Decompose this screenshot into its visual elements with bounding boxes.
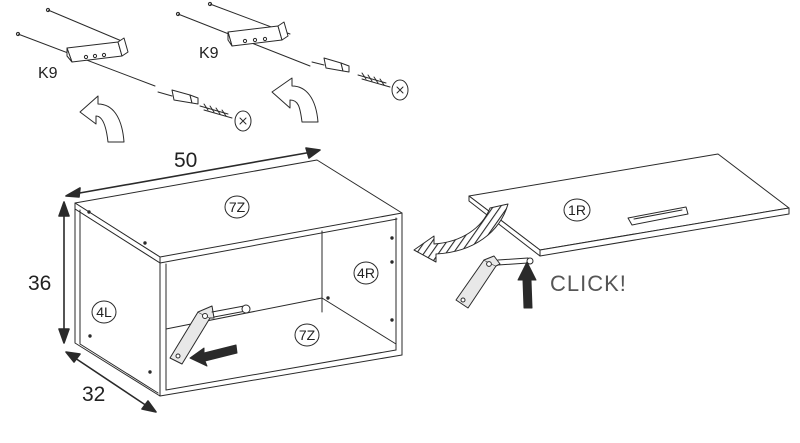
part-marker-right [353, 261, 379, 285]
part-marker-left [91, 300, 117, 324]
bracket-left-label: K9 [38, 65, 58, 82]
hinge-door-icon [455, 255, 534, 309]
width-label: 50 [174, 149, 197, 172]
dimension-depth [65, 351, 157, 413]
push-arrow-icon [517, 261, 537, 309]
click-label: CLICK! [550, 271, 627, 296]
screw-right-icon [357, 72, 409, 101]
cabinet-carcass [74, 159, 403, 397]
top-panel-label: 7Z [229, 199, 246, 215]
door-panel [468, 153, 790, 257]
curved-arrow-left-icon [79, 95, 125, 143]
part-marker-door [563, 198, 591, 222]
part-marker-top [224, 195, 250, 219]
height-label: 36 [28, 272, 51, 295]
bracket-left-icon [15, 7, 156, 87]
depth-label: 32 [82, 383, 105, 406]
wall-plug-right-icon [311, 57, 350, 73]
dimension-width [65, 147, 321, 198]
bracket-right-icon [175, 1, 311, 67]
wall-plug-left-icon [157, 89, 199, 105]
right-side-label: 4R [357, 265, 375, 281]
bottom-panel-label: 7Z [299, 327, 316, 343]
part-marker-bottom [294, 323, 320, 347]
left-side-label: 4L [96, 304, 112, 320]
hinge-cabinet-icon [169, 304, 251, 365]
curved-arrow-right-icon [271, 77, 319, 123]
bracket-right-label: K9 [199, 45, 219, 62]
door-label: 1R [568, 202, 586, 218]
rotate-arrow-icon [413, 203, 509, 263]
screw-left-icon [199, 103, 252, 132]
dimension-height [58, 201, 70, 344]
insert-arrow-icon [189, 344, 238, 367]
